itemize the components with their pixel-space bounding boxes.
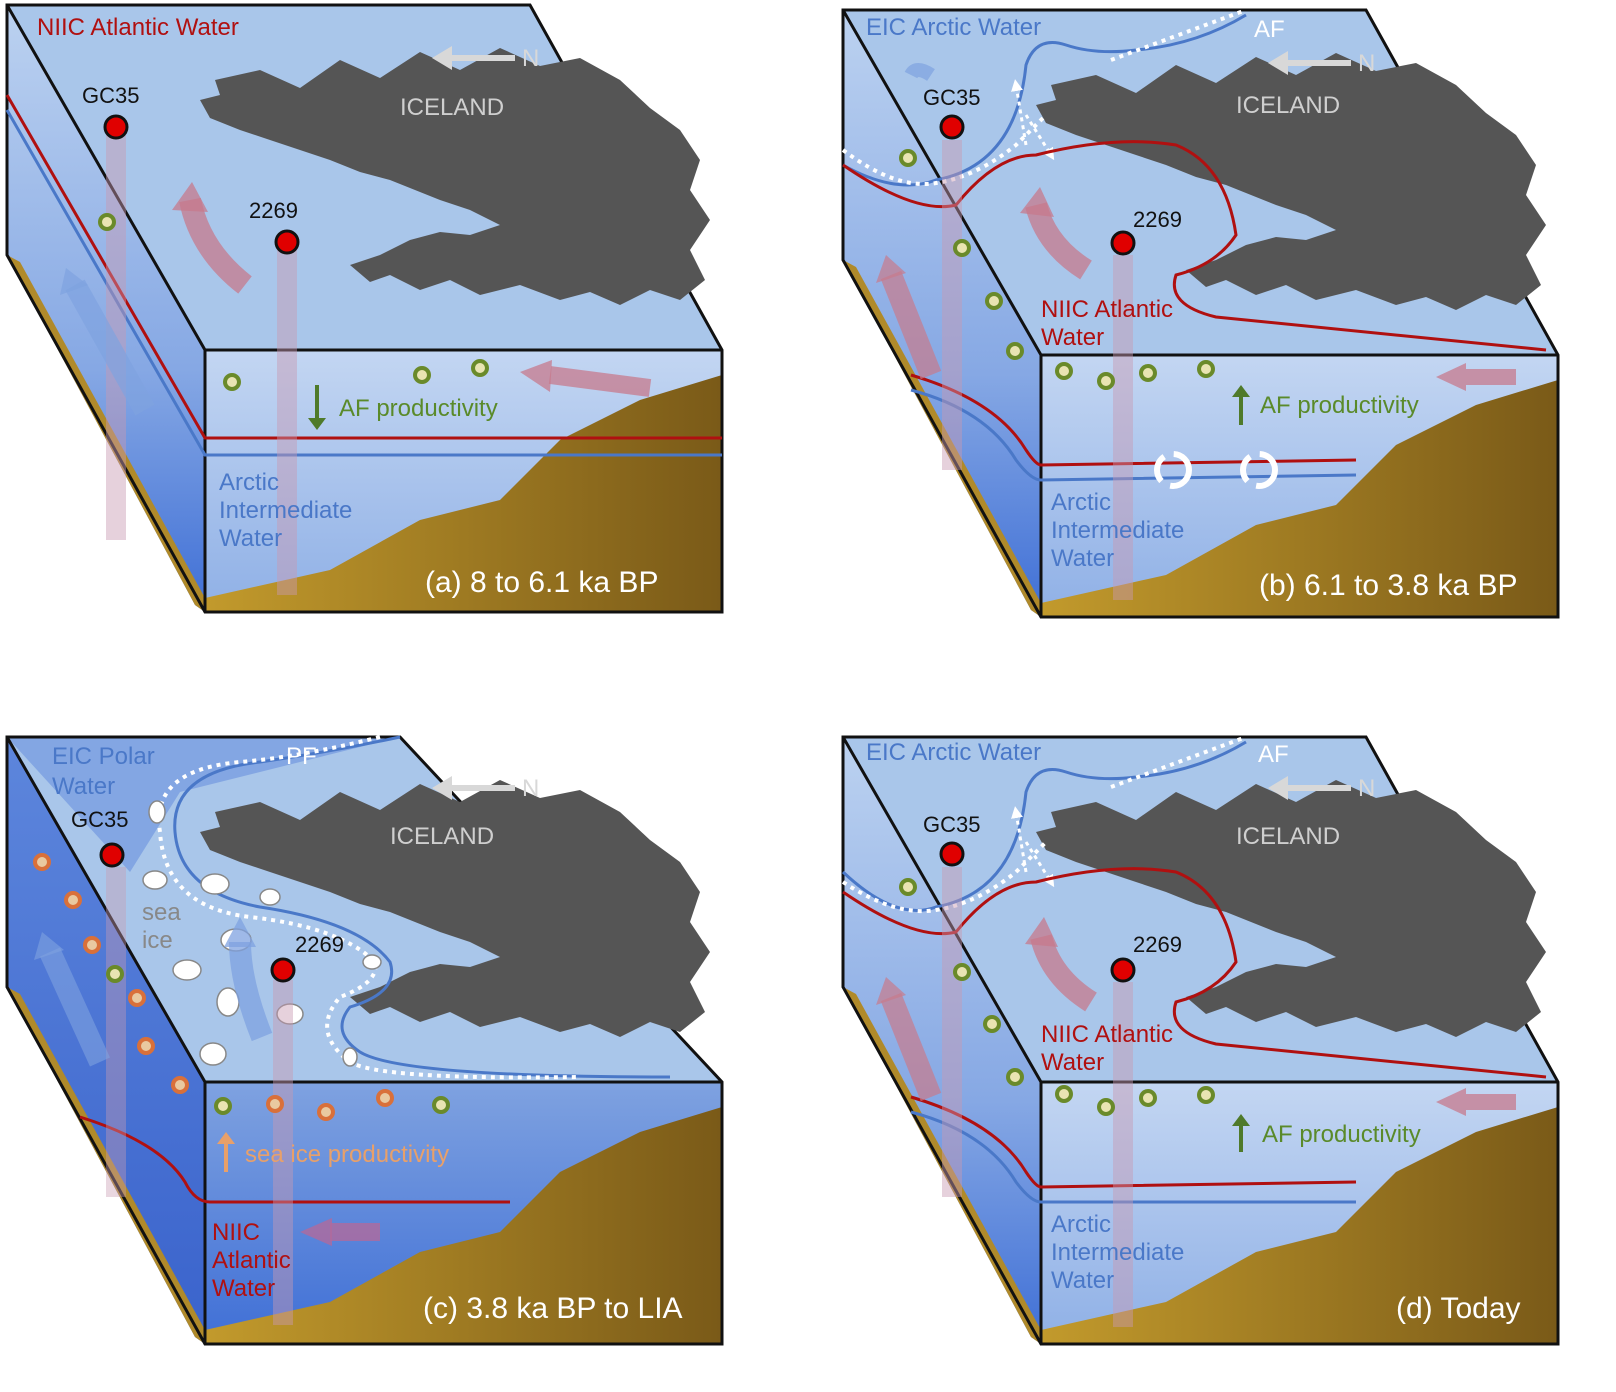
- niic-label-2: Water: [1041, 1049, 1104, 1076]
- atlantic-water-boundary: [842, 867, 1547, 1079]
- aiw-label-3: Water: [1051, 545, 1114, 572]
- aiw-label-2: Intermediate: [219, 497, 352, 524]
- site-gc35-label: GC35: [82, 83, 139, 108]
- north-label: N: [1358, 775, 1375, 802]
- eic-label: EIC Arctic Water: [866, 739, 1041, 766]
- sea-ice-floes: [142, 800, 382, 1067]
- site-2269-label: 2269: [249, 198, 298, 223]
- iceland-label: ICELAND: [1236, 823, 1340, 850]
- arctic-water-boundary: [5, 109, 722, 457]
- site-gc35-marker: [103, 114, 129, 140]
- atlantic-water-boundary: [842, 140, 1547, 352]
- iceland-label: ICELAND: [390, 823, 494, 850]
- arctic-water-boundary: [910, 1110, 1356, 1204]
- panel-b: ICELAND N EIC Arctic Water AF GC35 2269: [841, 8, 1560, 619]
- atlantic-water-boundary: [5, 94, 722, 440]
- productivity-label: AF productivity: [1262, 1121, 1421, 1148]
- aiw-label-2: Intermediate: [1051, 1239, 1184, 1266]
- site-gc35-marker: [939, 114, 965, 140]
- panel-caption: (d) Today: [1396, 1292, 1521, 1325]
- site-gc35-label: GC35: [923, 85, 980, 110]
- site-2269-marker: [1110, 230, 1136, 256]
- site-gc35-label: GC35: [923, 812, 980, 837]
- eic-label-2: Water: [52, 773, 115, 800]
- arctic-water-boundary: [910, 388, 1357, 482]
- arctic-flow-arrow: [904, 63, 935, 81]
- site-2269-marker: [270, 957, 296, 983]
- iceland-label: ICELAND: [400, 94, 504, 121]
- niic-label-1: NIIC Atlantic: [1041, 296, 1173, 323]
- panel-c: ICELAND N PF sea ice EIC Polar Water: [5, 735, 724, 1346]
- front-label: AF: [1258, 741, 1289, 768]
- panel-d: ICELAND N EIC Arctic Water AF GC35 2269: [841, 735, 1560, 1346]
- sea-ice-label-2: ice: [142, 927, 173, 954]
- site-2269-marker: [274, 229, 300, 255]
- eddy-icon: [1240, 451, 1278, 489]
- aiw-label-1: Arctic: [219, 469, 279, 496]
- productivity-label: AF productivity: [339, 395, 498, 422]
- niic-label-1: NIIC Atlantic: [1041, 1021, 1173, 1048]
- aiw-label-3: Water: [1051, 1267, 1114, 1294]
- north-label: N: [1358, 50, 1375, 77]
- arctic-flow-arrow: [229, 941, 273, 1042]
- productivity-label: AF productivity: [1260, 392, 1419, 419]
- sea-ice-label-1: sea: [142, 899, 181, 926]
- atlantic-water-boundary: [79, 1115, 510, 1204]
- iceland-label: ICELAND: [1236, 92, 1340, 119]
- site-gc35-marker: [99, 842, 125, 868]
- site-2269-marker: [1110, 957, 1136, 983]
- arctic-flow-arrow: [65, 279, 155, 416]
- arctic-front-line: [841, 735, 1247, 914]
- panel-caption: (b) 6.1 to 3.8 ka BP: [1259, 569, 1517, 602]
- eic-label-1: EIC Polar: [52, 743, 155, 770]
- site-2269-label: 2269: [295, 932, 344, 957]
- niic-label: NIIC Atlantic Water: [37, 14, 239, 41]
- productivity-label: sea ice productivity: [245, 1141, 449, 1168]
- productivity-up-icon: [1232, 385, 1250, 397]
- site-2269-label: 2269: [1133, 207, 1182, 232]
- aiw-label-1: Arctic: [1051, 1211, 1111, 1238]
- site-2269-label: 2269: [1133, 932, 1182, 957]
- niic-label-1: NIIC: [212, 1219, 260, 1246]
- niic-label-2: Water: [1041, 324, 1104, 351]
- panel-a: ICELAND N NIIC Atlantic Water GC35 2269: [5, 3, 724, 614]
- productivity-up-icon: [217, 1132, 235, 1144]
- site-gc35-marker: [939, 841, 965, 867]
- north-label: N: [522, 775, 539, 802]
- front-label: AF: [1254, 16, 1285, 43]
- eddy-icon: [1154, 451, 1192, 489]
- panel-caption: (a) 8 to 6.1 ka BP: [425, 566, 658, 599]
- aiw-label-3: Water: [219, 525, 282, 552]
- eic-label: EIC Arctic Water: [866, 14, 1041, 41]
- polar-front-line: [157, 735, 581, 1080]
- productivity-down-icon: [308, 418, 326, 430]
- north-label: N: [522, 45, 539, 72]
- productivity-up-icon: [1232, 1114, 1250, 1126]
- arctic-front-line: [841, 8, 1247, 186]
- panel-caption: (c) 3.8 ka BP to LIA: [423, 1292, 683, 1325]
- aiw-label-2: Intermediate: [1051, 517, 1184, 544]
- niic-label-2: Atlantic: [212, 1247, 291, 1274]
- niic-label-3: Water: [212, 1275, 275, 1302]
- front-label: PF: [286, 743, 317, 770]
- aiw-label-1: Arctic: [1051, 489, 1111, 516]
- foram-marker: [98, 213, 116, 231]
- site-gc35-label: GC35: [71, 807, 128, 832]
